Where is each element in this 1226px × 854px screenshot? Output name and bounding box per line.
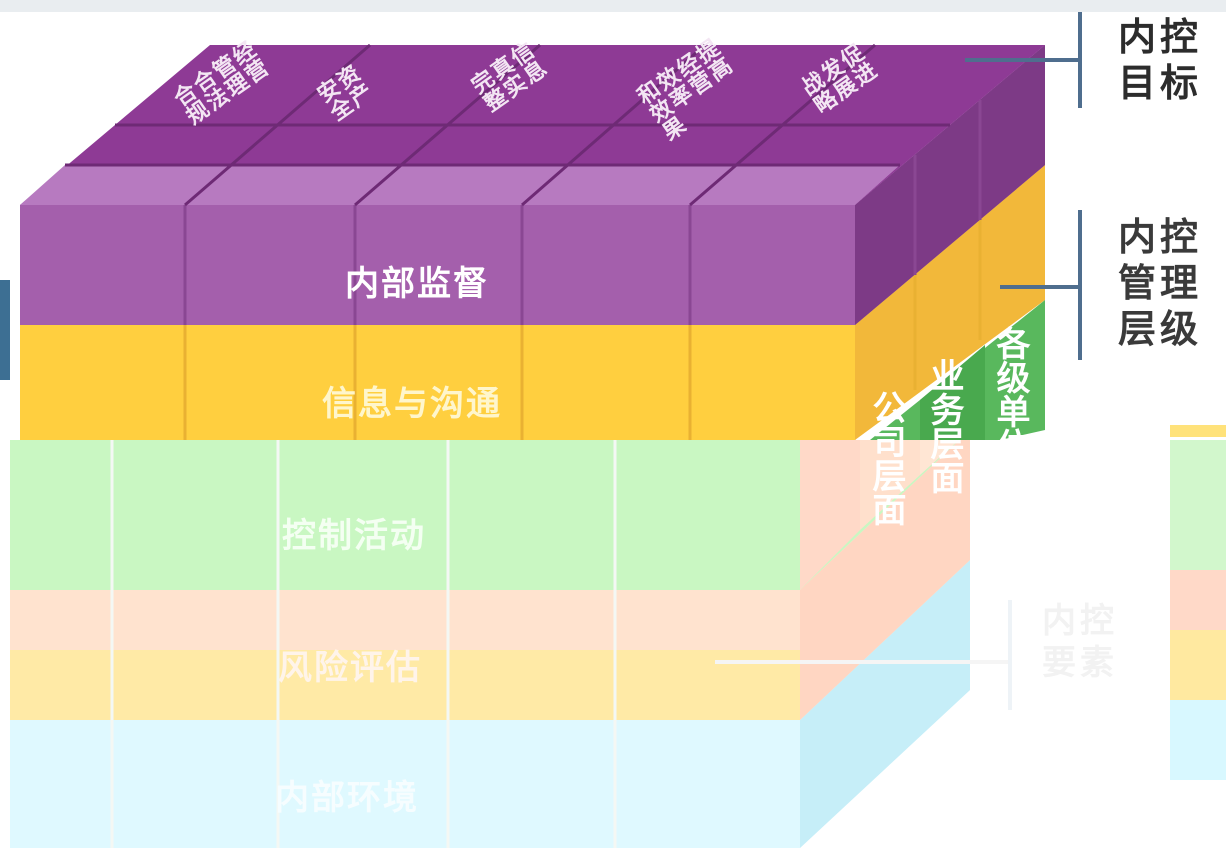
risk-label: 风险评估 xyxy=(278,648,422,688)
control-layer-side-a xyxy=(800,440,860,590)
control-layer-side-c xyxy=(920,430,970,475)
left-edge-tab xyxy=(0,280,10,380)
right-panel-green xyxy=(1170,440,1226,570)
right-panel-peach xyxy=(1170,570,1226,630)
levels-side-label: 内控 管理 层级 xyxy=(1117,215,1202,351)
top-strip xyxy=(0,0,1226,12)
risk-layer-lower-band xyxy=(10,650,800,720)
right-panel-cyan xyxy=(1170,700,1226,780)
supervision-layer-front xyxy=(20,45,1045,325)
supervision-label: 内部监督 xyxy=(345,264,489,304)
yellow-dividers xyxy=(183,220,982,440)
environment-label: 内部环境 xyxy=(275,778,419,818)
bracket-bottom xyxy=(1008,600,1012,710)
level-label-company: 公司层面 xyxy=(866,390,906,526)
information-layer-front xyxy=(20,165,1045,440)
bracket-mid xyxy=(1078,210,1082,360)
lower-dividers xyxy=(110,440,617,848)
supervision-layer-side xyxy=(855,45,1045,325)
environment-layer-front xyxy=(10,560,970,848)
elements-side-label: 内控 要素 xyxy=(1042,601,1118,683)
environment-layer-side xyxy=(800,560,970,848)
information-label: 信息与沟通 xyxy=(322,384,502,424)
right-panel-yellow xyxy=(1170,630,1226,700)
purple-dividers xyxy=(183,100,982,325)
level-label-units: 各级单位 xyxy=(990,326,1030,462)
levels-wedge-mid xyxy=(920,345,985,440)
control-layer-front xyxy=(10,430,970,590)
risk-layer-front xyxy=(10,430,970,720)
objectives-top-front-row xyxy=(20,165,900,205)
bracket-top xyxy=(1078,12,1082,108)
level-label-business: 业务层面 xyxy=(924,358,964,494)
risk-layer-side xyxy=(800,430,970,720)
control-layer-side-b xyxy=(860,440,920,530)
objectives-side-label: 内控 目标 xyxy=(1117,15,1202,105)
information-layer-side xyxy=(855,165,1045,440)
top-dividers xyxy=(65,43,950,207)
right-panel-strip xyxy=(1170,425,1226,437)
control-label: 控制活动 xyxy=(282,516,426,556)
